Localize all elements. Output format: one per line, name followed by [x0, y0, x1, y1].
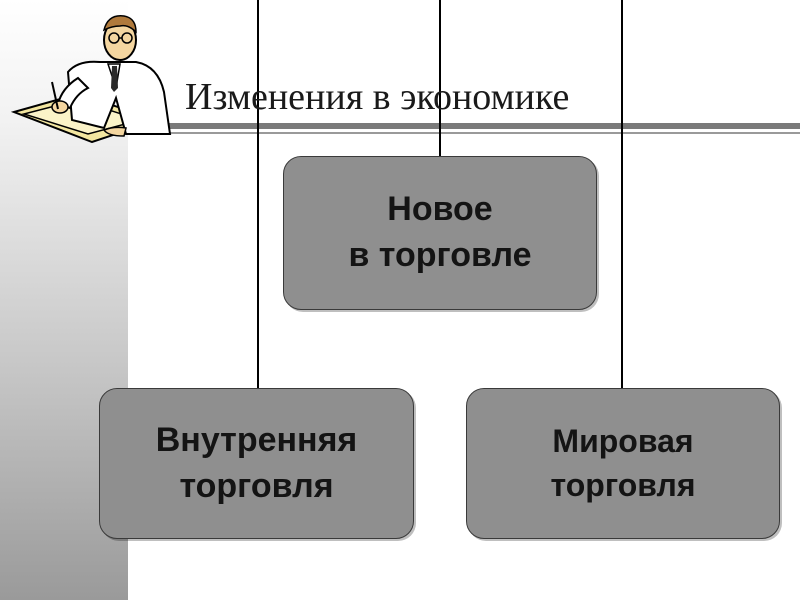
scholar-writing-icon [10, 15, 172, 143]
title-underline-thin [128, 132, 800, 134]
slide-title: Изменения в экономике [185, 76, 570, 118]
diagram-node-domestic-trade: Внутренняя торговля [99, 388, 414, 539]
node-label-line1: Внутренняя [155, 420, 358, 459]
diagram-node-world-trade: Мировая торговля [466, 388, 780, 539]
node-label-line1: Новое [387, 190, 493, 229]
diagram-node-new-in-trade: Новое в торговле [283, 156, 597, 310]
title-underline-thick [128, 123, 800, 129]
node-label-line1: Мировая [552, 423, 694, 460]
node-label-line2: в торговле [348, 236, 532, 274]
node-label-line2: торговля [550, 466, 696, 503]
node-label-line2: торговля [179, 466, 334, 505]
